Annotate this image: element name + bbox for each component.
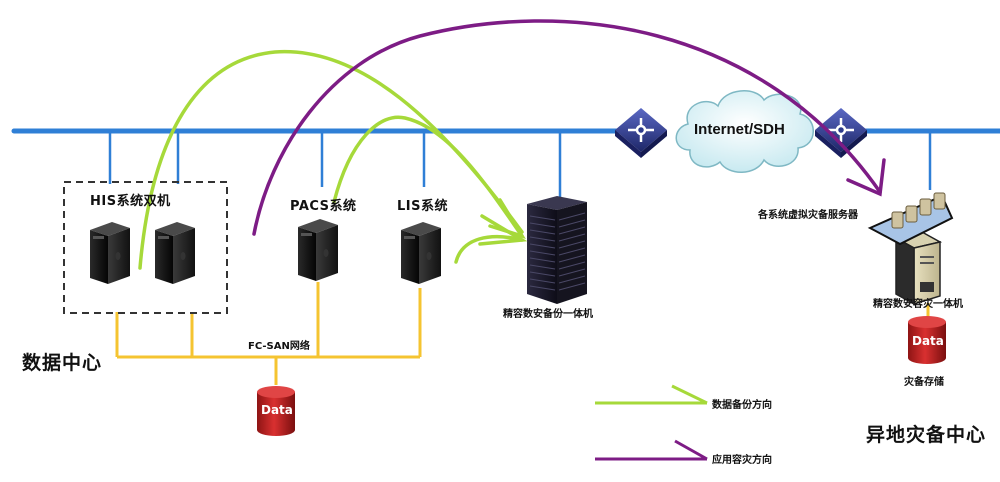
data-storage-cylinder-icon: [257, 386, 295, 436]
dr-storage-cylinder-icon: [908, 316, 946, 364]
backup-appliance-label: 精容数安备份一体机: [503, 309, 593, 320]
dr-storage-label: Data: [912, 334, 944, 348]
pacs-label: PACS系统: [290, 199, 357, 214]
router-switch-right-icon: [815, 108, 867, 158]
network-bus: [11, 128, 1000, 197]
dr-center-label: 异地灾备中心: [866, 424, 987, 446]
backup-arrows: [138, 49, 528, 270]
fc-san-label: FC-SAN网络: [248, 341, 310, 352]
backup-arrow-lis: [454, 234, 524, 264]
legend-dr-line: [595, 439, 708, 461]
lis-server-icon: [401, 222, 441, 284]
internet-cloud-icon: [675, 90, 814, 173]
dr-arrow: [252, 19, 886, 236]
legend-backup-line: [595, 384, 708, 405]
dr-appliance-label: 精容数安容灾一体机: [873, 299, 963, 310]
data-storage-label: Data: [261, 403, 293, 417]
virtual-servers-label: 各系统虚拟灾备服务器: [758, 210, 858, 221]
pacs-server-icon: [298, 219, 338, 281]
virtual-servers-icon: [867, 192, 954, 246]
legend-dr-label: 应用容灾方向: [712, 455, 772, 466]
his-group-box: [63, 181, 228, 314]
backup-arrow-pacs: [332, 115, 524, 238]
dr-storage-caption: 灾备存储: [904, 377, 944, 388]
legend-backup-label: 数据备份方向: [712, 400, 772, 411]
fc-san-bus: [115, 282, 930, 385]
internet-cloud-label: Internet/SDH: [694, 121, 785, 138]
data-center-label: 数据中心: [22, 352, 103, 374]
router-switch-left-icon: [615, 108, 667, 158]
dr-appliance-icon: [893, 231, 943, 306]
his-server-1-icon: [90, 222, 130, 284]
lis-label: LIS系统: [397, 199, 448, 214]
his-group-label: HIS系统双机: [90, 194, 171, 209]
his-server-2-icon: [155, 222, 195, 284]
backup-appliance-icon: [527, 196, 587, 304]
